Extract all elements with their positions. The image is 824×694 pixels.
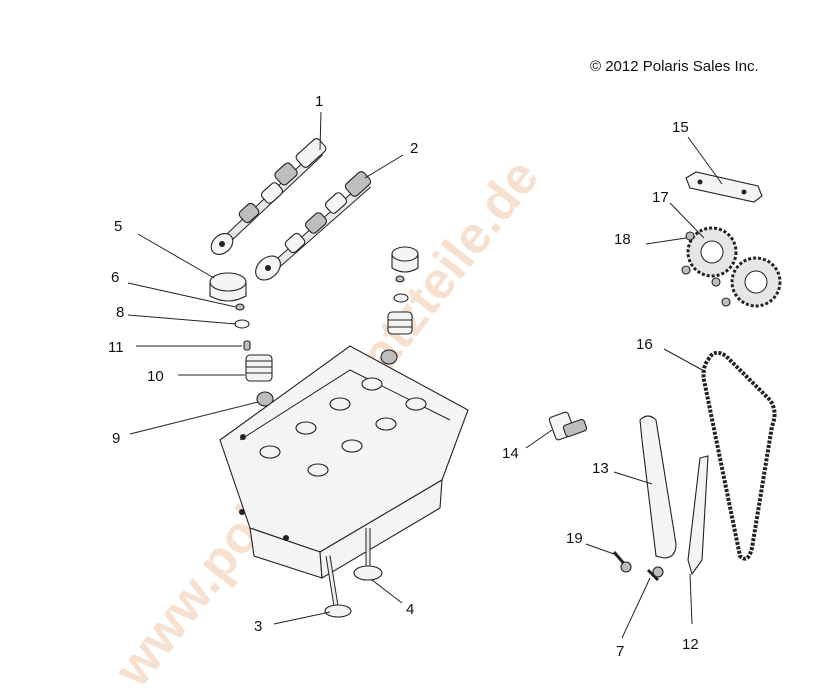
valve-train-stack-right[interactable]	[380, 246, 419, 365]
valve-tappet-left[interactable]	[209, 272, 247, 302]
guide-bolt-19[interactable]	[612, 551, 632, 573]
callout-17: 17	[652, 189, 669, 206]
callout-3: 3	[254, 618, 262, 635]
chain-guide-fixed[interactable]	[687, 455, 709, 576]
callout-4: 4	[406, 601, 414, 618]
leader-lines	[127, 111, 723, 639]
exhaust-valve[interactable]	[324, 555, 352, 618]
intake-valve[interactable]	[353, 528, 383, 581]
callout-6: 6	[111, 269, 119, 286]
callout-12: 12	[682, 636, 699, 653]
chain-tensioner-guide[interactable]	[639, 415, 677, 559]
timing-chain[interactable]	[701, 350, 777, 561]
valve-shim[interactable]	[235, 303, 245, 311]
callout-2: 2	[410, 140, 418, 157]
callout-5: 5	[114, 218, 122, 235]
cam-sprocket-exhaust[interactable]	[686, 226, 738, 278]
callout-15: 15	[672, 119, 689, 136]
valve-spring-left[interactable]	[245, 354, 273, 382]
callout-9: 9	[112, 430, 120, 447]
callout-13: 13	[592, 460, 609, 477]
callout-16: 16	[636, 336, 653, 353]
valve-keeper[interactable]	[243, 340, 251, 351]
callout-18: 18	[614, 231, 631, 248]
valve-stem-seal-left[interactable]	[256, 391, 274, 407]
callout-8: 8	[116, 304, 124, 321]
callout-10: 10	[147, 368, 164, 385]
callout-labels: 1 2 3 4 5 6 7 8 9 10 11 12 13 14 15 16 1…	[108, 93, 699, 660]
callout-1: 1	[315, 93, 323, 110]
callout-7: 7	[616, 643, 624, 660]
chain-guide-upper[interactable]	[685, 171, 763, 203]
cylinder-head[interactable]	[219, 345, 469, 579]
chain-tensioner[interactable]	[548, 411, 588, 441]
callout-11: 11	[108, 339, 124, 356]
callout-19: 19	[566, 530, 583, 547]
camshaft-exhaust[interactable]	[207, 137, 327, 259]
sprocket-bolts[interactable]	[681, 231, 731, 307]
spring-retainer[interactable]	[234, 319, 250, 329]
callout-14: 14	[502, 445, 519, 462]
guide-bolt-7[interactable]	[646, 566, 664, 582]
copyright-notice: © 2012 Polaris Sales Inc.	[590, 58, 759, 75]
camshaft-intake[interactable]	[251, 170, 372, 285]
cam-sprocket-intake[interactable]	[730, 256, 782, 308]
